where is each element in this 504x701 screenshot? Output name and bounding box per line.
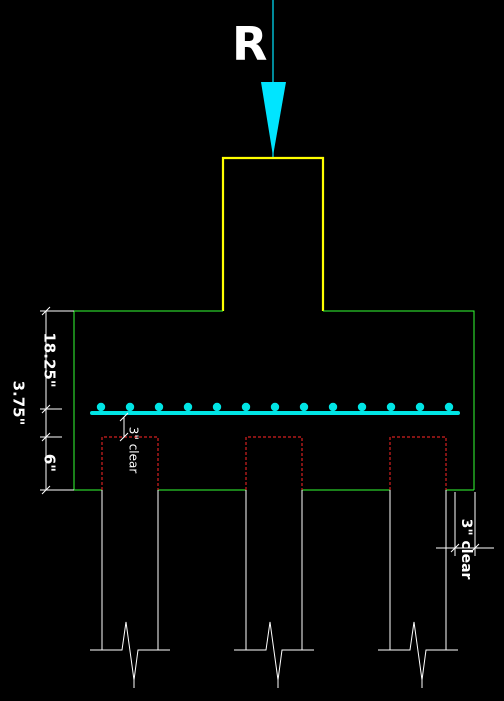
column [221, 156, 325, 311]
rebar-dot [299, 402, 309, 412]
clear-side-tick-2 [470, 543, 480, 553]
piles [90, 436, 458, 688]
pile-2 [234, 436, 314, 688]
rebar-dot [154, 402, 164, 412]
dim-tick-3 [41, 432, 51, 442]
rebar-dot [386, 402, 396, 412]
load-label: R [232, 17, 267, 71]
pile-embedment [389, 436, 447, 490]
clear-top-dimension [119, 412, 129, 442]
clear-side-tick-1 [450, 543, 460, 553]
pile-3 [378, 436, 458, 688]
rebar-dot [212, 402, 222, 412]
left-dimensions [40, 306, 74, 495]
dim-label-lower: 6" [41, 454, 59, 472]
clear-side-dimension [436, 492, 494, 556]
rebar-dot [96, 402, 106, 412]
dim-label-upper: 18.25" [41, 332, 59, 387]
pile-break-line [234, 621, 314, 681]
rebar [90, 402, 460, 415]
rebar-dot [125, 402, 135, 412]
dim-tick-2 [41, 404, 51, 414]
pile-embedment [245, 436, 303, 490]
dim-tick-1 [41, 306, 51, 316]
clear-side-label: 3" clear [458, 519, 474, 580]
applied-load: R [232, 0, 286, 158]
clear-top-tick-2 [119, 432, 129, 442]
dim-label-total: 3.75" [10, 381, 28, 426]
pile-cap-top-right [323, 310, 475, 490]
pile-1 [90, 436, 170, 688]
pile-break-line [378, 621, 458, 681]
pile-cap-top-left [73, 310, 223, 490]
rebar-dot [415, 402, 425, 412]
rebar-dot [270, 402, 280, 412]
column-outline [221, 156, 325, 311]
rebar-dot [444, 402, 454, 412]
pile-embedment [101, 436, 159, 490]
clear-top-label: 3" clear [127, 427, 141, 474]
load-arrow-head-icon [261, 82, 286, 156]
dim-tick-4 [41, 485, 51, 495]
clear-top-tick-1 [119, 412, 129, 422]
rebar-dot-row [96, 402, 454, 412]
rebar-dot [241, 402, 251, 412]
rebar-dot [328, 402, 338, 412]
rebar-dot [357, 402, 367, 412]
pile-break-line [90, 621, 170, 681]
rebar-dot [183, 402, 193, 412]
